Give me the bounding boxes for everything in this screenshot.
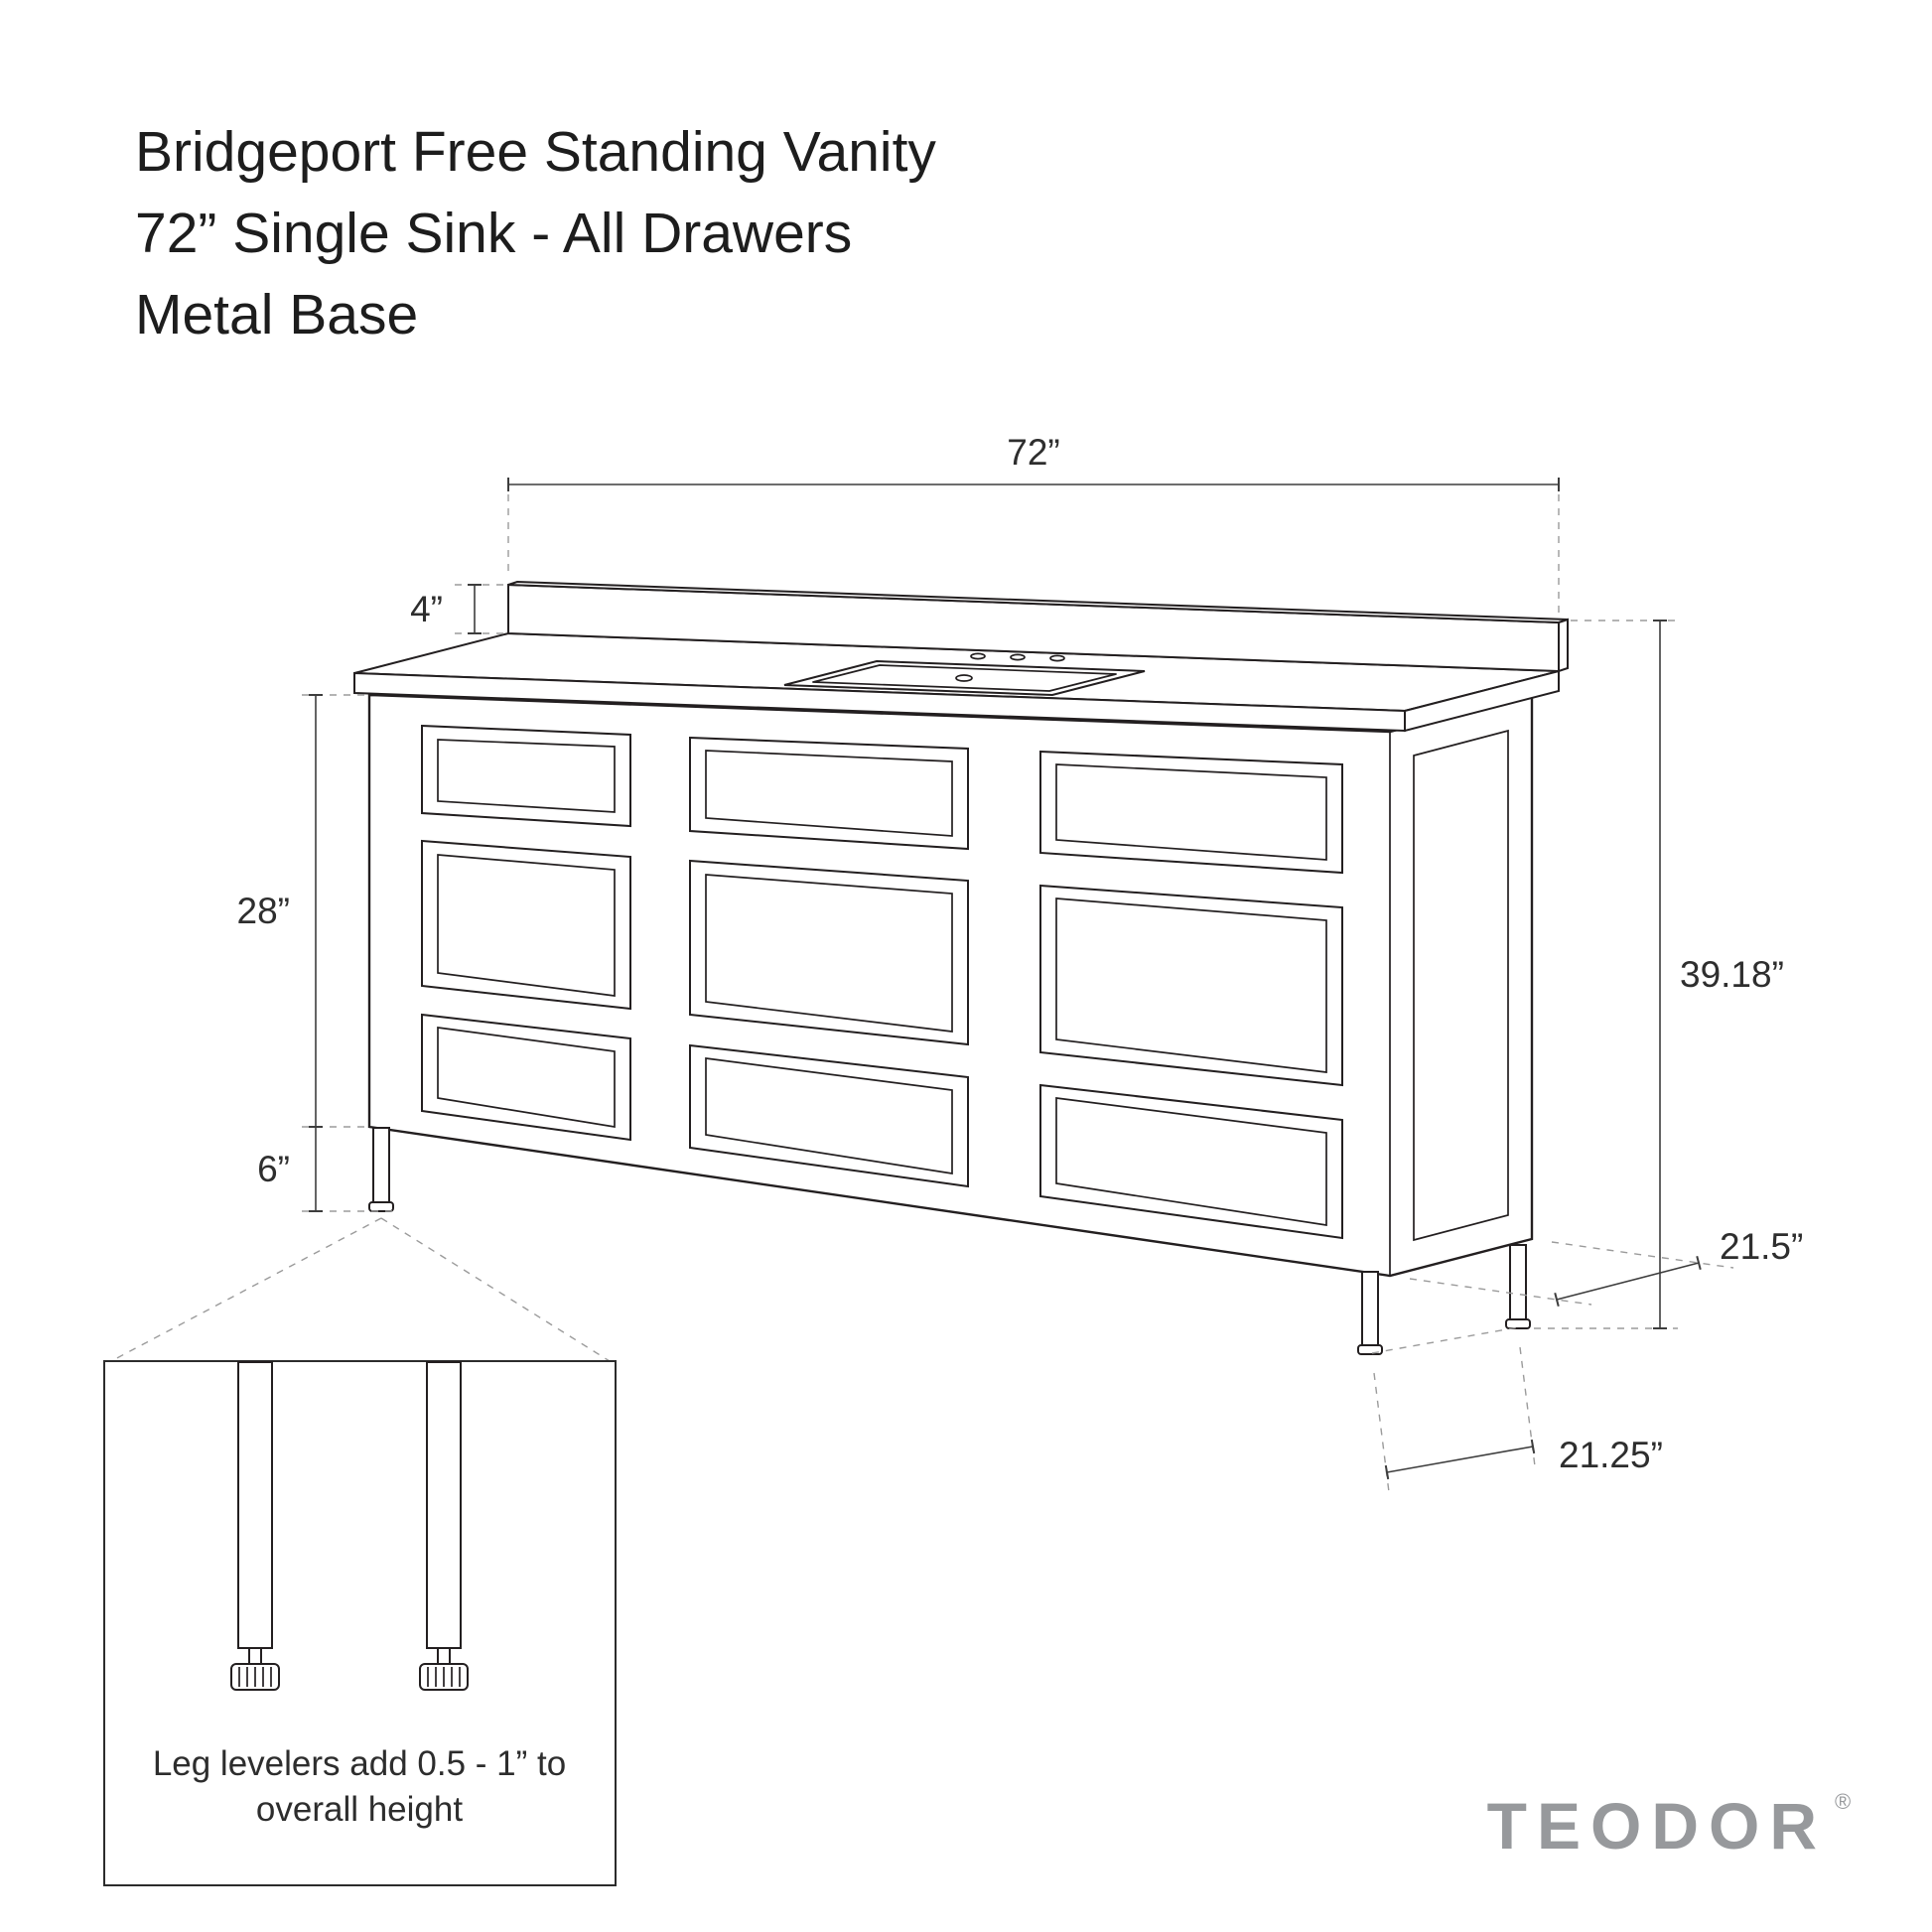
sink-basin <box>812 664 1117 692</box>
leg-front-left-leveler <box>368 1201 394 1212</box>
drawer-recess-r2-c3 <box>1055 897 1327 1073</box>
dimension-leg-height: 6” <box>257 1126 397 1212</box>
drawer-recess-r3-c3 <box>1055 1097 1327 1226</box>
metal-base-legs <box>368 1127 1531 1355</box>
dimension-cabinet-height-label: 28” <box>237 891 290 931</box>
drawer-recess-r1-c3 <box>1055 763 1327 861</box>
drawer-recess-r2-c2 <box>705 874 953 1033</box>
drawer-recess-r1-c1 <box>437 739 616 813</box>
drawer-front-r1-c3 <box>1039 750 1343 875</box>
leg-back-right-post <box>1509 1244 1527 1320</box>
drawer-recess-r3-c1 <box>437 1027 616 1128</box>
sink <box>783 652 1146 697</box>
dimension-backsplash-height: 4” <box>410 584 510 634</box>
dimension-width-label: 72” <box>1007 432 1059 473</box>
inset-leveler-ridges-left <box>238 1667 272 1687</box>
leg-front-left <box>368 1127 394 1212</box>
inset-box <box>103 1360 617 1886</box>
drawer-fronts <box>421 724 1343 1240</box>
brand-logo: TEODOR ® <box>1487 1789 1852 1863</box>
dimension-cabinet-height: 28” <box>237 694 371 1128</box>
leg-detail-inset: Leg levelers add 0.5 - 1” to overall hei… <box>103 1360 617 1886</box>
drawer-front-r3-c1 <box>421 1013 631 1142</box>
leg-front-right-leveler <box>1357 1344 1383 1355</box>
detail-callout-lines <box>110 1217 611 1362</box>
drawer-front-r1-c2 <box>689 736 969 851</box>
title-line-1: Bridgeport Free Standing Vanity <box>135 120 936 184</box>
title-line-2: 72” Single Sink - All Drawers <box>135 202 852 265</box>
drawer-recess-r1-c2 <box>705 750 953 837</box>
counter-right-edge <box>1404 669 1560 733</box>
dimension-counter-depth-label: 21.5” <box>1720 1226 1803 1267</box>
leg-front-left-post <box>372 1127 390 1203</box>
inset-leveler-ridges-right <box>427 1667 461 1687</box>
inset-caption-line-2: overall height <box>256 1790 463 1829</box>
dimension-width: 72” <box>507 432 1560 614</box>
countertop <box>353 580 1569 733</box>
dimension-base-depth: 21.25” <box>1371 1326 1663 1493</box>
brand-wordmark: TEODOR <box>1487 1789 1827 1863</box>
title-line-3: Metal Base <box>135 283 418 346</box>
dimension-leg-height-label: 6” <box>257 1149 290 1189</box>
leg-back-right-leveler <box>1505 1318 1531 1329</box>
title-block: Bridgeport Free Standing Vanity 72” Sing… <box>135 120 936 346</box>
drawer-recess-r3-c2 <box>705 1057 953 1174</box>
drawer-recess-r2-c1 <box>437 854 616 997</box>
backsplash-right-end <box>1558 618 1569 673</box>
sink-rim <box>783 659 1146 697</box>
dimension-overall-height: 39.18” <box>1534 620 1784 1329</box>
faucet-holes <box>970 652 1065 662</box>
leg-front-right <box>1357 1271 1383 1355</box>
sink-drain <box>955 674 973 682</box>
inset-leg-left <box>230 1361 280 1691</box>
side-panel-inset <box>1413 729 1509 1242</box>
inset-leg-right <box>419 1361 469 1691</box>
drawer-front-r2-c2 <box>689 859 969 1046</box>
brand-registered-mark: ® <box>1835 1789 1851 1814</box>
inset-caption-line-1: Leg levelers add 0.5 - 1” to <box>153 1744 566 1783</box>
drawer-front-r2-c1 <box>421 839 631 1011</box>
drawer-front-r3-c2 <box>689 1043 969 1188</box>
drawer-front-r1-c1 <box>421 724 631 828</box>
dimension-overall-height-label: 39.18” <box>1680 954 1784 995</box>
dimension-base-depth-label: 21.25” <box>1559 1435 1663 1475</box>
dimension-counter-depth: 21.5” <box>1409 1226 1803 1308</box>
leg-front-right-post <box>1361 1271 1379 1346</box>
leg-back-right <box>1505 1244 1531 1329</box>
dimension-backsplash-label: 4” <box>410 589 443 629</box>
drawer-front-r2-c3 <box>1039 884 1343 1087</box>
drawer-front-r3-c3 <box>1039 1083 1343 1240</box>
